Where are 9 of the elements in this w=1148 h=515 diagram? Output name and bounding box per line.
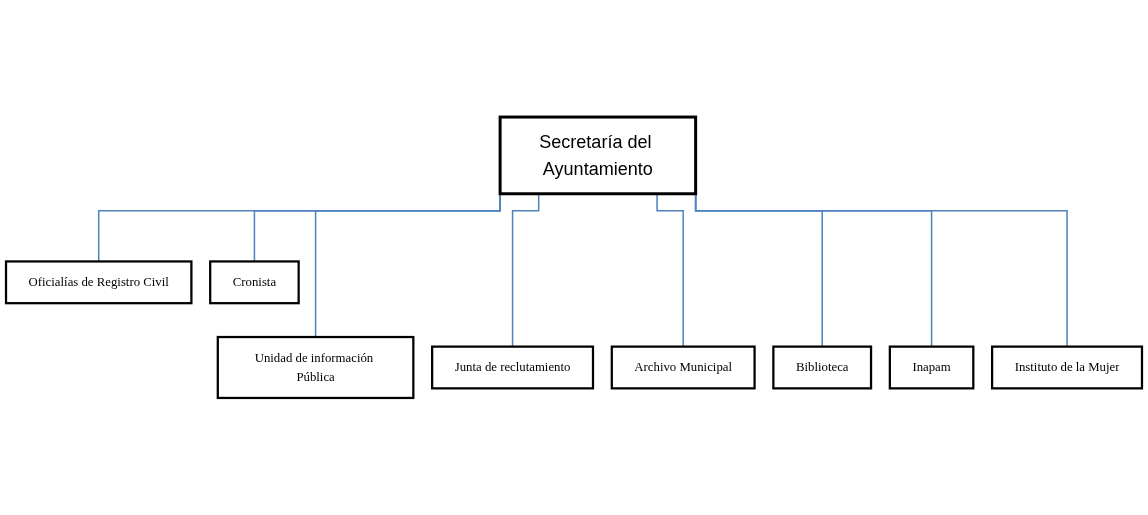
node-box: Cronista: [209, 260, 300, 305]
node-box: Secretaría del Ayuntamiento: [498, 115, 698, 196]
node-box: Instituto de la Mujer: [991, 345, 1144, 390]
node-box: Inapam: [888, 345, 975, 390]
node-box: Oficialías de Registro Civil: [4, 260, 193, 305]
node-box: Junta de reclutamiento: [431, 345, 595, 390]
node-box: Biblioteca: [772, 345, 873, 390]
node-box: Archivo Municipal: [610, 345, 756, 390]
node-box: Unidad de información Pública: [216, 335, 415, 400]
